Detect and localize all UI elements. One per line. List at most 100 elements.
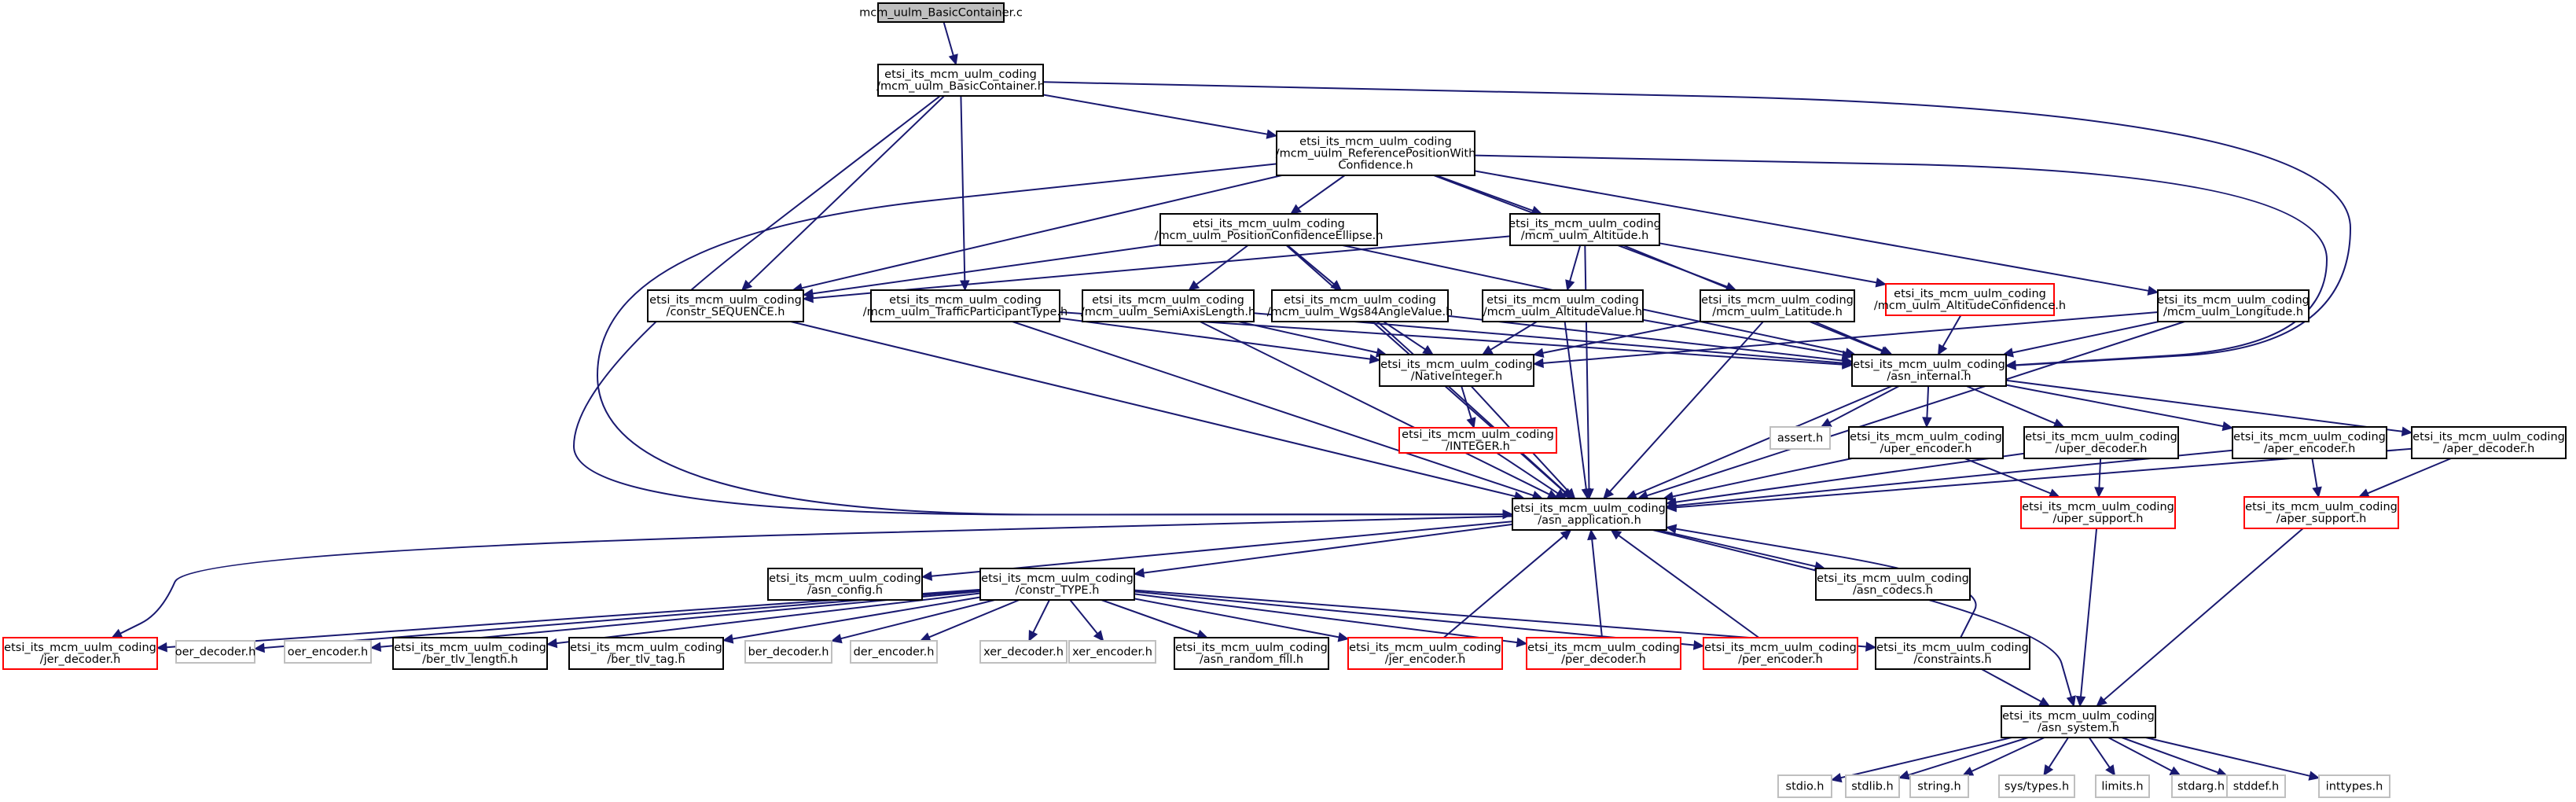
node-berdec[interactable]: ber_decoder.h <box>744 640 832 664</box>
edge-asnsystem-to-inttypes <box>2145 737 2321 781</box>
node-label-line: /asn_codecs.h <box>1853 584 1933 597</box>
node-box <box>1769 426 1831 450</box>
node-nativeint[interactable]: etsi_its_mcm_uulm_coding/NativeInteger.h <box>1379 354 1534 387</box>
node-basic[interactable]: etsi_its_mcm_uulm_coding/mcm_uulm_BasicC… <box>876 64 1045 97</box>
node-box <box>767 568 923 601</box>
node-label-line: etsi_its_mcm_uulm_coding <box>1349 642 1501 654</box>
edge-asnsystem-to-string <box>1962 737 2045 776</box>
node-perenc[interactable]: etsi_its_mcm_uulm_coding/per_encoder.h <box>1703 637 1858 670</box>
node-asninternal[interactable]: etsi_its_mcm_uulm_coding/asn_internal.h <box>1851 354 2007 387</box>
node-label-line: etsi_its_mcm_uulm_coding <box>981 572 1134 585</box>
node-box <box>1848 426 2004 459</box>
edge-asninternal-to-aperenc <box>2005 384 2234 432</box>
node-label-line: etsi_its_mcm_uulm_coding <box>1527 642 1680 654</box>
edge-jerenc-to-asnapp <box>1442 529 1572 638</box>
node-aperdec[interactable]: etsi_its_mcm_uulm_coding/aper_decoder.h <box>2411 426 2567 459</box>
node-label-line: /mcm_uulm_Longitude.h <box>2163 306 2303 318</box>
node-box <box>2023 426 2179 459</box>
node-oerdec[interactable]: oer_decoder.h <box>175 640 256 664</box>
node-label-line: etsi_its_mcm_uulm_coding <box>1284 294 1436 307</box>
node-uperenc[interactable]: etsi_its_mcm_uulm_coding/uper_encoder.h <box>1848 426 2004 459</box>
edge-altitude-to-altvalue <box>1565 245 1582 292</box>
node-jerdec[interactable]: etsi_its_mcm_uulm_coding/jer_decoder.h <box>2 637 158 670</box>
node-label-line: xer_encoder.h <box>1072 646 1152 659</box>
node-box <box>1276 131 1475 176</box>
node-stddef[interactable]: stddef.h <box>2226 774 2286 798</box>
node-label-line: etsi_its_mcm_uulm_coding <box>1513 502 1666 515</box>
node-box <box>2 637 158 670</box>
node-box <box>1347 637 1503 670</box>
node-apersup[interactable]: etsi_its_mcm_uulm_coding/aper_support.h <box>2243 496 2399 529</box>
node-label-line: Confidence.h <box>1338 160 1413 172</box>
node-jerenc[interactable]: etsi_its_mcm_uulm_coding/jer_encoder.h <box>1347 637 1503 670</box>
node-bertlvtag[interactable]: etsi_its_mcm_uulm_coding/ber_tlv_tag.h <box>568 637 724 670</box>
node-label-line: /asn_application.h <box>1538 514 1641 527</box>
node-stdarg[interactable]: stdarg.h <box>2171 774 2231 798</box>
node-wgs84[interactable]: etsi_its_mcm_uulm_coding/mcm_uulm_Wgs84A… <box>1267 289 1453 322</box>
node-latitude[interactable]: etsi_its_mcm_uulm_coding/mcm_uulm_Latitu… <box>1700 289 1855 322</box>
node-constrtype[interactable]: etsi_its_mcm_uulm_coding/constr_TYPE.h <box>979 568 1135 601</box>
node-box <box>877 64 1044 97</box>
node-box <box>568 637 724 670</box>
node-derenc[interactable]: der_encoder.h <box>850 640 938 664</box>
node-root[interactable]: mcm_uulm_BasicContainer.c <box>859 2 1023 23</box>
node-label-line: /mcm_uulm_SemiAxisLength.h <box>1081 306 1255 318</box>
node-box <box>1998 774 2075 798</box>
node-altvalue[interactable]: etsi_its_mcm_uulm_coding/mcm_uulm_Altitu… <box>1482 289 1644 322</box>
edge-constrtype-to-xerenc <box>1069 599 1104 642</box>
node-asncodecs[interactable]: etsi_its_mcm_uulm_coding/asn_codecs.h <box>1815 568 1971 601</box>
node-label-line: etsi_its_mcm_uulm_coding <box>2002 710 2155 723</box>
node-refpos[interactable]: etsi_its_mcm_uulm_coding/mcm_uulm_Refere… <box>1276 131 1476 176</box>
node-label-line: stdio.h <box>1786 781 1825 793</box>
node-box <box>850 640 938 664</box>
node-posconf[interactable]: etsi_its_mcm_uulm_coding/mcm_uulm_Positi… <box>1155 213 1384 246</box>
node-label-line: /asn_system.h <box>2038 722 2119 734</box>
node-semiaxis[interactable]: etsi_its_mcm_uulm_coding/mcm_uulm_SemiAx… <box>1081 289 1255 322</box>
node-uperdec[interactable]: etsi_its_mcm_uulm_coding/uper_decoder.h <box>2023 426 2179 459</box>
node-oerenc[interactable]: oer_encoder.h <box>284 640 372 664</box>
node-label-line: etsi_its_mcm_uulm_coding <box>1508 218 1661 230</box>
node-aperenc[interactable]: etsi_its_mcm_uulm_coding/aper_encoder.h <box>2232 426 2387 459</box>
node-altconf[interactable]: etsi_its_mcm_uulm_coding/mcm_uulm_Altitu… <box>1874 283 2066 316</box>
node-bertlvlen[interactable]: etsi_its_mcm_uulm_coding/ber_tlv_length.… <box>392 637 548 670</box>
node-box <box>647 289 804 322</box>
node-label-line: etsi_its_mcm_uulm_coding <box>2233 431 2386 443</box>
node-box <box>2411 426 2567 459</box>
node-randfill[interactable]: etsi_its_mcm_uulm_coding/asn_random_fill… <box>1174 637 1329 670</box>
node-xerenc[interactable]: xer_encoder.h <box>1068 640 1156 664</box>
node-label-line: /aper_decoder.h <box>2443 443 2535 455</box>
node-seq[interactable]: etsi_its_mcm_uulm_coding/constr_SEQUENCE… <box>647 289 804 322</box>
node-upersup[interactable]: etsi_its_mcm_uulm_coding/uper_support.h <box>2020 496 2176 529</box>
node-longitude[interactable]: etsi_its_mcm_uulm_coding/mcm_uulm_Longit… <box>2157 289 2310 322</box>
node-label-line: /mcm_uulm_Latitude.h <box>1712 306 1843 318</box>
node-asnconfig[interactable]: etsi_its_mcm_uulm_coding/asn_config.h <box>767 568 923 601</box>
node-label-line: inttypes.h <box>2326 781 2383 793</box>
node-integer[interactable]: etsi_its_mcm_uulm_coding/INTEGER.h <box>1398 427 1557 454</box>
node-label-line: etsi_its_mcm_uulm_coding <box>1192 218 1345 230</box>
node-traffic[interactable]: etsi_its_mcm_uulm_coding/mcm_uulm_Traffi… <box>863 289 1068 322</box>
node-systypes[interactable]: sys/types.h <box>1998 774 2075 798</box>
edge-longitude-to-nativeint <box>1532 311 2159 369</box>
edge-root-to-basic <box>943 21 958 66</box>
edge-constrtype-to-randfill <box>1101 599 1209 639</box>
node-limits[interactable]: limits.h <box>2095 774 2150 798</box>
node-perdec[interactable]: etsi_its_mcm_uulm_coding/per_decoder.h <box>1526 637 1681 670</box>
node-inttypes[interactable]: inttypes.h <box>2318 774 2390 798</box>
node-stdio[interactable]: stdio.h <box>1777 774 1832 798</box>
node-altitude[interactable]: etsi_its_mcm_uulm_coding/mcm_uulm_Altitu… <box>1508 213 1661 246</box>
node-box <box>870 289 1060 322</box>
edge-asnapp-to-constrtype <box>1133 523 1513 578</box>
node-xerdec[interactable]: xer_decoder.h <box>979 640 1068 664</box>
node-label-line: /aper_encoder.h <box>2264 443 2356 455</box>
node-constraints[interactable]: etsi_its_mcm_uulm_coding/constraints.h <box>1875 637 2030 670</box>
node-asnsystem[interactable]: etsi_its_mcm_uulm_coding/asn_system.h <box>2001 705 2156 738</box>
edge-aperdec-to-apersup <box>2357 458 2452 498</box>
node-asnapp[interactable]: etsi_its_mcm_uulm_coding/asn_application… <box>1512 498 1667 531</box>
edge-constrtype-to-perdec <box>1134 593 1528 648</box>
node-box <box>175 640 255 664</box>
node-box <box>2020 496 2176 529</box>
node-assert[interactable]: assert.h <box>1769 426 1831 450</box>
node-stdlib[interactable]: stdlib.h <box>1845 774 1900 798</box>
edge-refpos-to-longitude <box>1474 170 2159 296</box>
node-string[interactable]: string.h <box>1909 774 1969 798</box>
